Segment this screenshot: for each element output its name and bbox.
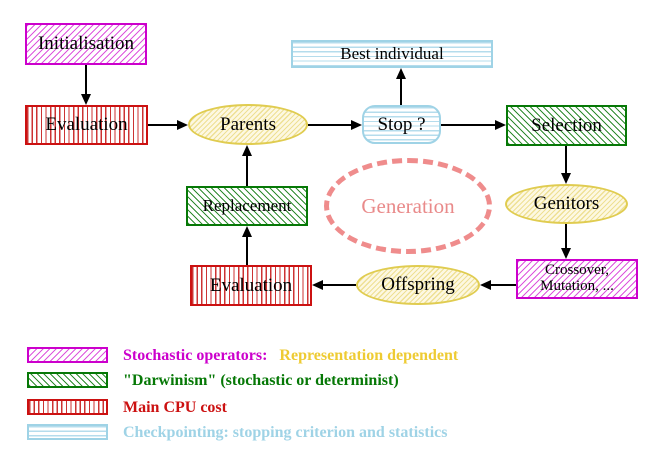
node-selection-label: Selection bbox=[531, 114, 602, 136]
legend-cpu-label: Main CPU cost bbox=[123, 399, 227, 416]
arrow-line bbox=[441, 124, 495, 126]
node-best-individual-label: Best individual bbox=[340, 44, 444, 64]
generation-dashed-ellipse: Generation bbox=[324, 158, 492, 254]
legend-swatch-checkpointing bbox=[27, 424, 108, 440]
arrowhead-up-icon bbox=[242, 226, 252, 237]
legend-swatch-stochastic bbox=[27, 347, 108, 363]
legend-checkpointing-label: Checkpointing: stopping criterion and st… bbox=[123, 424, 448, 441]
node-crossover-mutation: Crossover, Mutation, ... bbox=[516, 259, 638, 299]
arrow-line bbox=[246, 156, 248, 186]
node-stop: Stop ? bbox=[362, 105, 441, 144]
legend-stochastic-extra: Representation dependent bbox=[279, 347, 459, 364]
arrowhead-down-icon bbox=[561, 248, 571, 259]
node-genitors: Genitors bbox=[505, 184, 628, 224]
node-crossover-label-line1: Crossover, bbox=[545, 262, 609, 279]
node-evaluation-bottom: Evaluation bbox=[190, 265, 312, 306]
node-offspring: Offspring bbox=[356, 265, 480, 305]
arrowhead-right-icon bbox=[495, 120, 506, 130]
arrowhead-down-icon bbox=[561, 173, 571, 184]
arrowhead-right-icon bbox=[177, 120, 188, 130]
arrow-line bbox=[308, 124, 351, 126]
legend-swatch-darwinism bbox=[27, 372, 108, 388]
arrow-line bbox=[148, 124, 177, 126]
node-selection: Selection bbox=[506, 105, 627, 146]
arrow-line bbox=[565, 224, 567, 248]
generation-label: Generation bbox=[361, 193, 455, 218]
legend-darwinism-label: "Darwinism" (stochastic or determinist) bbox=[123, 372, 399, 389]
arrow-line bbox=[246, 237, 248, 265]
arrow-line bbox=[323, 284, 356, 286]
node-evaluation-top-label: Evaluation bbox=[45, 114, 128, 136]
legend-text-stochastic: Stochastic operators: Representation dep… bbox=[123, 347, 458, 365]
arrowhead-up-icon bbox=[396, 68, 406, 79]
node-evaluation-top: Evaluation bbox=[25, 105, 148, 145]
arrow-line bbox=[491, 284, 516, 286]
node-parents: Parents bbox=[188, 104, 308, 145]
node-initialisation: Initialisation bbox=[25, 23, 147, 65]
node-crossover-label-line2: Mutation, ... bbox=[540, 278, 614, 294]
node-stop-label: Stop ? bbox=[377, 113, 426, 135]
node-evaluation-bottom-label: Evaluation bbox=[209, 274, 293, 296]
arrow-line bbox=[400, 79, 402, 105]
arrow-line bbox=[85, 65, 87, 94]
arrowhead-down-icon bbox=[81, 94, 91, 105]
arrowhead-left-icon bbox=[312, 280, 323, 290]
node-replacement: Replacement bbox=[186, 186, 308, 226]
node-genitors-label: Genitors bbox=[533, 193, 600, 215]
node-initialisation-label: Initialisation bbox=[37, 33, 135, 55]
node-parents-label: Parents bbox=[220, 113, 276, 135]
arrowhead-left-icon bbox=[480, 280, 491, 290]
arrow-line bbox=[565, 146, 567, 173]
legend-swatch-cpu bbox=[27, 399, 108, 415]
node-best-individual: Best individual bbox=[291, 40, 493, 68]
node-offspring-label: Offspring bbox=[381, 274, 455, 296]
arrowhead-right-icon bbox=[351, 120, 362, 130]
legend-stochastic-label: Stochastic operators: bbox=[123, 347, 268, 364]
arrowhead-up-icon bbox=[242, 145, 252, 156]
node-replacement-label: Replacement bbox=[202, 196, 292, 216]
